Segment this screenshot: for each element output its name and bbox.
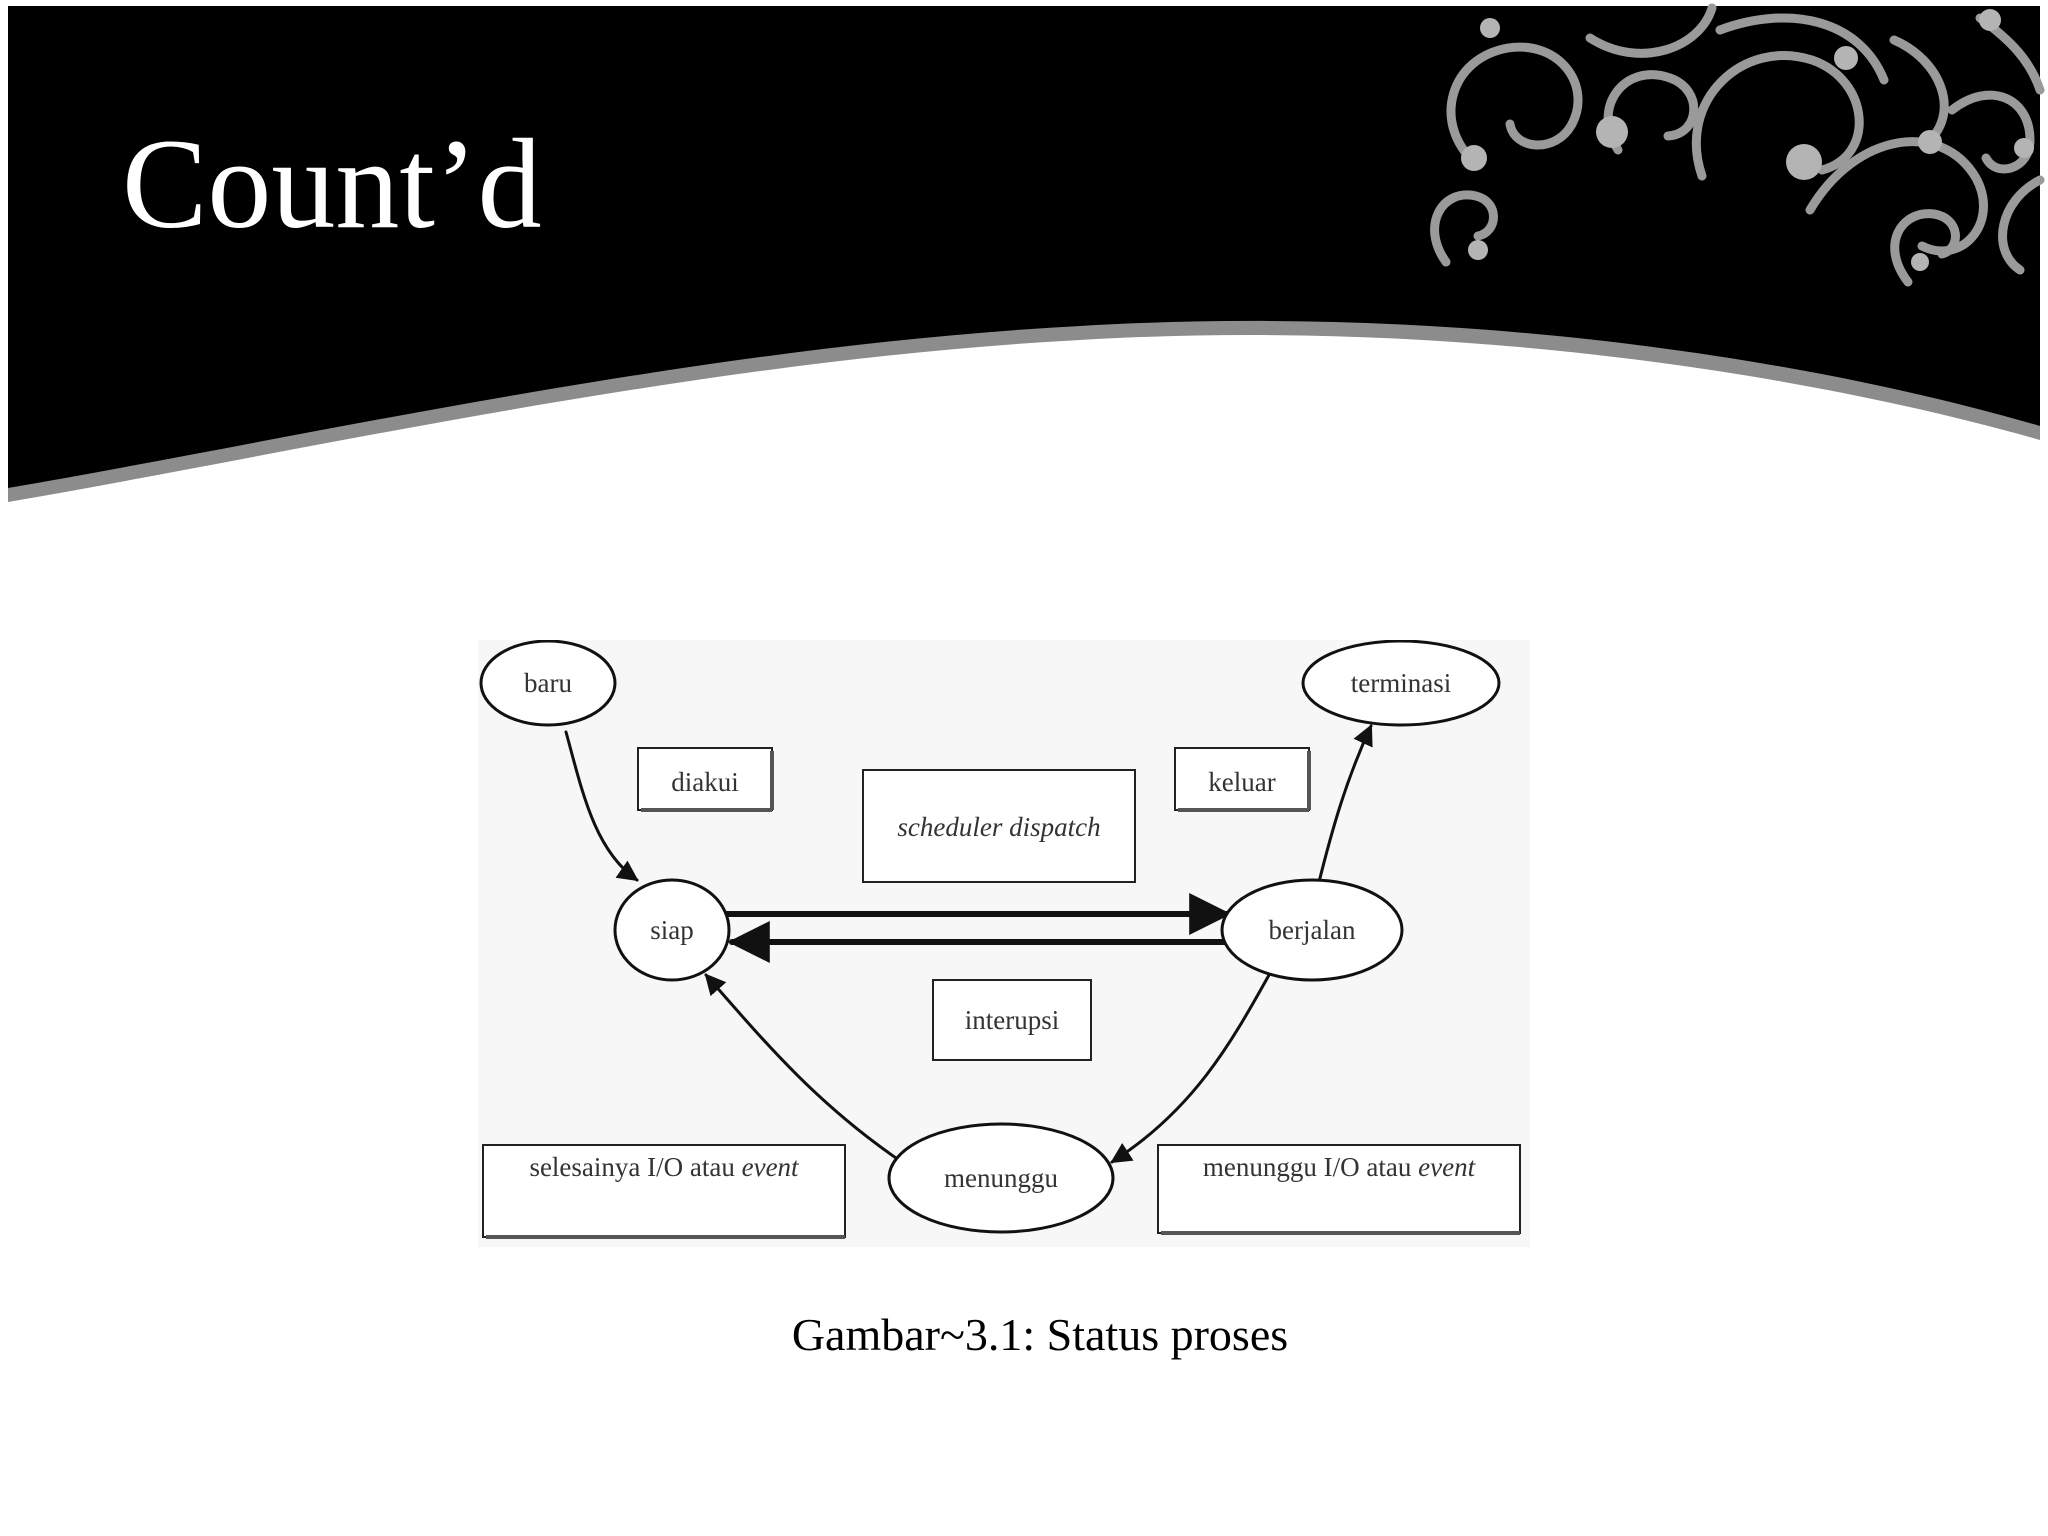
state-baru: baru — [479, 640, 617, 727]
state-berjalan: berjalan — [1220, 878, 1404, 982]
arrow-berjalan-to-terminasi — [1317, 724, 1373, 884]
arrow-berjalan-to-menunggu — [1110, 973, 1271, 1164]
swirl-ornament — [1430, 3, 2045, 287]
state-menunggu: menunggu — [887, 1122, 1115, 1234]
transition-box-menunggu-io: menunggu I/O atau event — [1157, 1144, 1521, 1235]
transition-box-keluar: keluar — [1174, 747, 1311, 812]
transition-label-menunggu-io: menunggu I/O atau event — [1203, 1152, 1477, 1182]
slide-title: Count’d — [122, 113, 542, 255]
transition-arrows — [564, 724, 1373, 1164]
state-label-siap: siap — [650, 915, 694, 945]
arrow-baru-to-siap — [564, 730, 639, 882]
transition-label-interupsi: interupsi — [965, 1005, 1060, 1035]
transition-label-selesainya-io: selesainya I/O atau event — [529, 1152, 800, 1182]
state-label-berjalan: berjalan — [1269, 915, 1356, 945]
arrow-menunggu-to-siap — [704, 973, 898, 1160]
process-state-diagram: diakui scheduler dispatch keluar interup… — [478, 640, 1530, 1247]
swirl-dots — [1461, 9, 2034, 271]
figure-caption: Gambar~3.1: Status proses — [791, 1309, 1289, 1360]
transition-box-scheduler-dispatch: scheduler dispatch — [862, 769, 1136, 883]
transition-box-selesainya-io: selesainya I/O atau event — [482, 1144, 846, 1239]
state-label-baru: baru — [524, 668, 572, 698]
header-band — [8, 3, 2045, 502]
header-band-fill — [8, 6, 2040, 488]
transition-label-diakui: diakui — [671, 767, 739, 797]
transition-box-interupsi: interupsi — [932, 979, 1092, 1061]
state-label-menunggu: menunggu — [944, 1163, 1058, 1193]
state-label-terminasi: terminasi — [1351, 668, 1451, 698]
transition-box-diakui: diakui — [637, 747, 774, 812]
state-terminasi: terminasi — [1301, 640, 1501, 727]
transition-label-keluar: keluar — [1208, 767, 1275, 797]
transition-label-scheduler-dispatch: scheduler dispatch — [897, 812, 1100, 842]
state-siap: siap — [613, 878, 731, 982]
